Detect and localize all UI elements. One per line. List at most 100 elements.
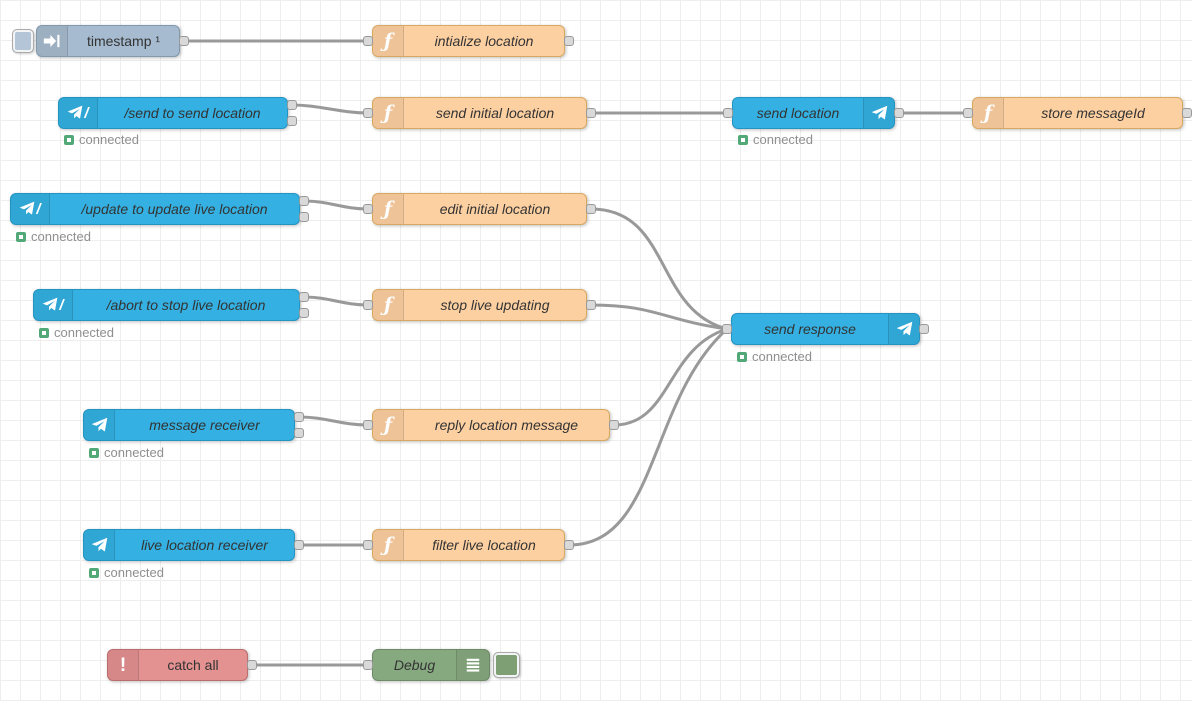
status-text: connected [104, 445, 164, 460]
telegram-plane-slash-icon: / [34, 290, 73, 320]
node-label: edit initial location [439, 201, 551, 217]
output-port[interactable] [287, 116, 297, 126]
output-port[interactable] [299, 308, 309, 318]
node-label: send response [764, 321, 856, 337]
node-label: timestamp ¹ [86, 33, 161, 49]
debug-list-icon [456, 650, 489, 680]
wire[interactable] [589, 303, 729, 331]
node-label: send location [756, 105, 840, 121]
output-port[interactable] [179, 36, 189, 46]
status-ring-icon [16, 231, 26, 242]
wire[interactable] [567, 327, 729, 547]
node-function-stop-live-updating[interactable]: ƒ stop live updating [372, 289, 587, 321]
function-f-icon: ƒ [373, 290, 404, 320]
status-ring-icon [737, 351, 747, 362]
output-port[interactable] [609, 420, 619, 430]
node-telegram-sender-send-response[interactable]: send response [731, 313, 920, 345]
output-port[interactable] [294, 412, 304, 422]
node-debug[interactable]: Debug [372, 649, 490, 681]
status-ring-icon [39, 327, 49, 338]
node-label: /update to update live location [81, 201, 268, 217]
wire[interactable] [612, 327, 729, 427]
node-telegram-command-send[interactable]: / /send to send location [58, 97, 288, 129]
output-port[interactable] [294, 540, 304, 550]
input-port[interactable] [723, 108, 733, 118]
status-text: connected [104, 565, 164, 580]
output-port[interactable] [247, 660, 257, 670]
output-port[interactable] [586, 300, 596, 310]
node-status: connected [16, 229, 91, 244]
output-port[interactable] [299, 212, 309, 222]
wire[interactable] [290, 103, 370, 115]
node-telegram-sender-send-location[interactable]: send location [732, 97, 895, 129]
output-port[interactable] [586, 108, 596, 118]
output-port[interactable] [287, 100, 297, 110]
wire[interactable] [302, 199, 370, 211]
telegram-plane-icon [863, 98, 894, 128]
node-function-store-messageid[interactable]: ƒ store messageId [972, 97, 1183, 129]
input-port[interactable] [363, 108, 373, 118]
input-port[interactable] [363, 36, 373, 46]
function-f-icon: ƒ [373, 530, 404, 560]
node-function-filter-live-location[interactable]: ƒ filter live location [372, 529, 565, 561]
wire[interactable] [589, 207, 729, 331]
node-telegram-receiver-message[interactable]: message receiver [83, 409, 295, 441]
status-text: connected [79, 132, 139, 147]
node-function-reply-location-message[interactable]: ƒ reply location message [372, 409, 610, 441]
output-port[interactable] [894, 108, 904, 118]
node-inject-timestamp[interactable]: timestamp ¹ [36, 25, 180, 57]
node-status: connected [737, 349, 812, 364]
telegram-plane-icon [84, 410, 115, 440]
node-label: reply location message [434, 417, 579, 433]
output-port[interactable] [294, 428, 304, 438]
output-port[interactable] [586, 204, 596, 214]
output-port[interactable] [564, 36, 574, 46]
status-text: connected [753, 132, 813, 147]
output-port[interactable] [299, 196, 309, 206]
status-ring-icon [738, 134, 748, 145]
input-port[interactable] [363, 540, 373, 550]
debug-toggle-button[interactable] [493, 652, 520, 678]
node-function-edit-initial-location[interactable]: ƒ edit initial location [372, 193, 587, 225]
input-port[interactable] [363, 204, 373, 214]
input-port[interactable] [722, 324, 732, 334]
wire[interactable] [302, 295, 370, 307]
node-label: stop live updating [440, 297, 550, 313]
function-f-icon: ƒ [373, 410, 404, 440]
node-status: connected [738, 132, 813, 147]
status-text: connected [752, 349, 812, 364]
node-status: connected [89, 445, 164, 460]
input-port[interactable] [363, 660, 373, 670]
inject-arrow-icon [37, 26, 68, 56]
node-label: intialize location [434, 33, 534, 49]
node-label: catch all [167, 657, 219, 673]
input-port[interactable] [363, 420, 373, 430]
node-label: live location receiver [141, 537, 268, 553]
node-telegram-command-update[interactable]: / /update to update live location [10, 193, 300, 225]
node-label: /send to send location [124, 105, 261, 121]
inject-button[interactable] [12, 29, 34, 53]
node-label: store messageId [1041, 105, 1145, 121]
status-text: connected [31, 229, 91, 244]
node-function-send-initial-location[interactable]: ƒ send initial location [372, 97, 587, 129]
node-catch-all[interactable]: ! catch all [107, 649, 248, 681]
status-ring-icon [64, 134, 74, 145]
function-f-icon: ƒ [373, 26, 404, 56]
telegram-plane-icon [888, 314, 919, 344]
input-port[interactable] [963, 108, 973, 118]
function-f-icon: ƒ [373, 194, 404, 224]
output-port[interactable] [1182, 108, 1192, 118]
output-port[interactable] [919, 324, 929, 334]
input-port[interactable] [363, 300, 373, 310]
node-function-intialize-location[interactable]: ƒ intialize location [372, 25, 565, 57]
function-f-icon: ƒ [973, 98, 1004, 128]
output-port[interactable] [299, 292, 309, 302]
node-label: Debug [393, 657, 436, 673]
node-telegram-command-abort[interactable]: / /abort to stop live location [33, 289, 300, 321]
output-port[interactable] [564, 540, 574, 550]
wire[interactable] [297, 415, 370, 427]
node-label: filter live location [432, 537, 536, 553]
telegram-plane-slash-icon: / [11, 194, 50, 224]
node-telegram-receiver-live-location[interactable]: live location receiver [83, 529, 295, 561]
